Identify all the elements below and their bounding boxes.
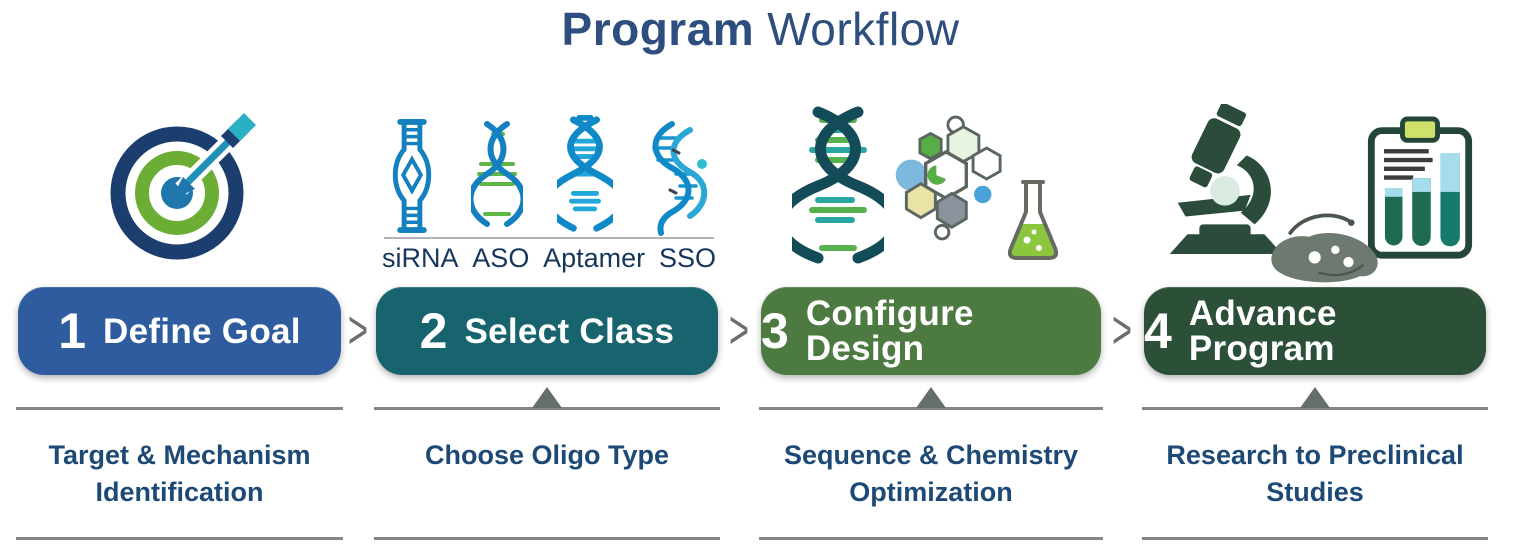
microscope-icon — [1169, 104, 1283, 254]
step1-column: 1 Define Goal Target & Mechanism Identif… — [14, 0, 345, 558]
step3-bottom-line — [759, 537, 1103, 540]
title-regular: Workflow — [767, 3, 960, 55]
step1-button: 1 Define Goal — [18, 287, 341, 375]
step1-description: Target & Mechanism Identification — [48, 440, 311, 507]
aso-icon — [471, 121, 524, 227]
step3-marker-triangle-icon — [916, 387, 946, 408]
clipboard-chart-icon — [1367, 116, 1473, 259]
step4-number: 4 — [1144, 303, 1172, 359]
oligo-labels: siRNA ASO Aptamer SSO — [382, 243, 716, 274]
sirna-icon — [392, 118, 432, 234]
chevron-right-icon: > — [1111, 300, 1133, 361]
step2-column: siRNA ASO Aptamer SSO 2 Select Class Cho… — [372, 0, 722, 558]
step1-label: Define Goal — [103, 311, 301, 351]
target-icon — [110, 113, 256, 260]
step1-number: 1 — [58, 303, 86, 359]
step4-icon-group — [1140, 104, 1490, 290]
dna-helix-icon — [792, 106, 884, 264]
step2-separator-line — [374, 407, 720, 410]
oligo-underline — [384, 237, 714, 239]
step4-column: 4 Advance Program Research to Preclinica… — [1140, 0, 1490, 558]
step4-marker-triangle-icon — [1300, 387, 1330, 408]
step2-bottom-line — [374, 537, 720, 540]
oligo-label-aso: ASO — [472, 243, 530, 273]
title-bold: Program — [561, 3, 755, 55]
step2-description: Choose Oligo Type — [424, 440, 669, 470]
step4-button: 4 Advance Program — [1144, 287, 1486, 375]
step3-description: Sequence & Chemistry Optimization — [783, 440, 1079, 507]
step4-description: Research to Preclinical Studies — [1166, 440, 1464, 507]
step1-separator-line — [16, 407, 343, 410]
step1-bottom-line — [16, 537, 343, 540]
step3-number: 3 — [761, 303, 789, 359]
step3-label: Configure Design — [805, 294, 974, 368]
mouse-icon — [1271, 213, 1378, 283]
oligo-label-sirna: siRNA — [382, 243, 459, 273]
step4-label: Advance Program — [1188, 294, 1337, 368]
step2-marker-triangle-icon — [532, 387, 562, 408]
oligo-label-sso: SSO — [658, 243, 716, 273]
step2-icon-group — [386, 112, 708, 236]
step3-separator-line — [759, 407, 1103, 410]
chevron-right-icon: > — [728, 300, 750, 361]
chevron-right-icon: > — [347, 300, 369, 361]
step3-button: 3 Configure Design — [761, 287, 1101, 375]
aptamer-icon — [556, 114, 613, 232]
molecule-cluster-icon — [895, 115, 1002, 241]
sso-icon — [652, 121, 708, 236]
step1-icon-group — [14, 100, 345, 268]
step4-separator-line — [1142, 407, 1488, 410]
flask-icon — [1007, 180, 1059, 260]
step3-column: 3 Configure Design Sequence & Chemistry … — [757, 0, 1105, 558]
oligo-label-aptamer: Aptamer — [543, 243, 646, 273]
step3-icon-group — [757, 104, 1105, 268]
step2-number: 2 — [419, 303, 448, 359]
step4-bottom-line — [1142, 537, 1488, 540]
step2-label: Select Class — [464, 311, 675, 351]
step2-button: 2 Select Class — [376, 287, 718, 375]
